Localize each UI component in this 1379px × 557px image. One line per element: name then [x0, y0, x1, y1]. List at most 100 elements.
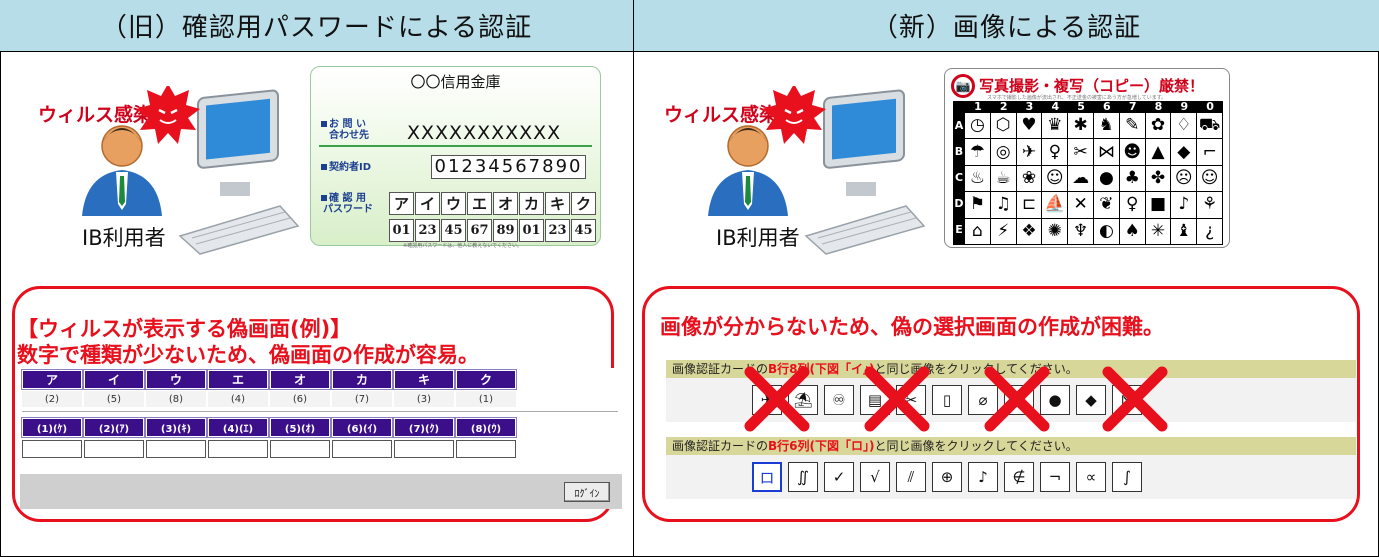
fake-password-input[interactable]: [84, 440, 144, 458]
col-number: 1: [974, 100, 982, 113]
infected-user-scene: ウィルス感染: [634, 52, 934, 255]
grid-image-cell: ☁: [1068, 165, 1093, 192]
virus-computer-illustration: [82, 86, 300, 255]
image-choice-button[interactable]: ⌀: [968, 385, 998, 415]
image-choice-button[interactable]: ⊕: [932, 462, 962, 492]
grid-image-cell: ♪: [1171, 192, 1197, 218]
fake-login-button[interactable]: ﾛｸﾞｲﾝ: [564, 482, 610, 502]
image-choice-button[interactable]: ∫: [1112, 462, 1142, 492]
image-choice-button[interactable]: ∬: [788, 462, 818, 492]
grid-image-cell: ◐: [1093, 218, 1119, 244]
image-choice-button[interactable]: ♪: [968, 462, 998, 492]
password-kana-row: ア イ ウ エ オ カ キ ク: [389, 192, 597, 215]
image-auth-desc: 画像が分からないため、偽の選択画面の作成が困難。: [660, 315, 1164, 339]
fake-password-input[interactable]: [394, 440, 454, 458]
grid-column-numbers: 1 2 3 4 5 6 7 8 9 0: [965, 101, 1223, 113]
number-cell: 01: [389, 219, 414, 242]
fake-password-input[interactable]: [146, 440, 206, 458]
grid-image-cell: ♞: [1093, 113, 1119, 139]
col-number: 6: [1103, 100, 1111, 113]
grid-image-cell: ⛟: [1197, 113, 1222, 139]
fake-header-cell: キ: [393, 369, 455, 390]
image-choice-button[interactable]: ¬: [1040, 462, 1070, 492]
number-cell: 23: [545, 219, 570, 242]
grid-image-cell: ♛: [1042, 113, 1068, 139]
image-auth-callout: [642, 286, 1360, 522]
kana-cell: ク: [571, 192, 596, 215]
computer-icon: [178, 89, 300, 255]
grid-image-cell: ◷: [965, 113, 990, 139]
prompt-prefix: 画像認証カードの: [672, 362, 769, 376]
image-choice-button[interactable]: ∉: [1004, 462, 1034, 492]
virus-icon: [762, 86, 826, 144]
image-choice-button[interactable]: ⫽: [896, 462, 926, 492]
no-camera-icon: 📷: [951, 74, 975, 98]
grid-image-cell: ⋈: [1093, 139, 1119, 165]
fake-value-cell: (5): [84, 391, 144, 407]
grid-image-cell: ⚑: [965, 192, 990, 218]
card-warning: 写真撮影・複写（コピー）厳禁！: [979, 77, 1205, 95]
image-choice-button[interactable]: ◆: [1076, 385, 1106, 415]
col-number: 5: [1077, 100, 1085, 113]
fake-password-input[interactable]: [332, 440, 392, 458]
grid-image-cell: ♢: [1171, 113, 1197, 139]
fake-input-header: (5)(ｵ): [269, 417, 331, 438]
fake-header-cell: イ: [83, 369, 145, 390]
grid-image-cell: ❖: [1016, 218, 1042, 244]
row-letter: E: [955, 223, 963, 236]
number-cell: 01: [519, 219, 544, 242]
image-choice-button[interactable]: ∝: [1076, 462, 1106, 492]
grid-image-cell: ☂: [965, 139, 990, 165]
grid-image-cell: ✳: [1145, 218, 1171, 244]
kana-cell: キ: [545, 192, 570, 215]
fake-value-cell: (2): [22, 391, 82, 407]
fake-header-cell: エ: [207, 369, 269, 390]
image-choice-button[interactable]: ●: [1040, 385, 1070, 415]
grid-image-cell: ☻: [1119, 139, 1145, 165]
cross-mark-icon: [744, 366, 810, 432]
image-choice-button[interactable]: ♾: [824, 385, 854, 415]
number-cell: 23: [415, 219, 440, 242]
kana-cell: イ: [415, 192, 440, 215]
kana-cell: ウ: [441, 192, 466, 215]
fake-value-row: (2) (5) (8) (4) (6) (7) (3) (1): [22, 391, 518, 407]
image-choice-button[interactable]: ロ: [752, 462, 782, 492]
grid-image-cell: ¿: [1197, 218, 1222, 244]
fake-input-header: (1)(ｹ): [21, 417, 83, 438]
image-auth-card: 📷 写真撮影・複写（コピー）厳禁！ スマホで撮影した画像が流出され、不正送金の被…: [944, 68, 1230, 248]
grid-image-cell: ♣: [1119, 165, 1145, 192]
image-choice-button[interactable]: √: [860, 462, 890, 492]
col-number: 3: [1025, 100, 1034, 113]
prompt-highlight: B行6列(下図「ロ」): [768, 439, 875, 453]
password-label: 確 認 用パスワード: [321, 193, 373, 215]
grid-image-cell: ♫: [990, 192, 1016, 218]
new-method-column: （新）画像による認証 ウィルス感染: [634, 0, 1379, 557]
fake-screen-title: 【ウィルスが表示する偽画面(例)】: [17, 317, 352, 341]
kana-cell: オ: [493, 192, 518, 215]
fake-password-input[interactable]: [456, 440, 516, 458]
kana-cell: ア: [389, 192, 414, 215]
image-choice-button[interactable]: ▯: [932, 385, 962, 415]
kana-cell: エ: [467, 192, 492, 215]
fake-input-header: (8)(ｳ): [455, 417, 517, 438]
fake-password-input[interactable]: [22, 440, 82, 458]
virus-computer-illustration: [708, 86, 926, 255]
fake-password-input[interactable]: [208, 440, 268, 458]
image-choice-button[interactable]: ✓: [824, 462, 854, 492]
grid-image-cell: ✤: [1145, 165, 1171, 192]
grid-image-cell: ♀: [1042, 139, 1068, 165]
fake-input-header: (7)(ｸ): [393, 417, 455, 438]
row-letter: A: [954, 119, 964, 132]
fake-header-cell: カ: [331, 369, 393, 390]
grid-image-cell: ●: [1093, 165, 1119, 192]
grid-image-cell: ✈: [1016, 139, 1042, 165]
number-cell: 45: [441, 219, 466, 242]
col-number: 2: [999, 100, 1008, 113]
new-method-header: （新）画像による認証: [634, 0, 1379, 52]
number-cell: 45: [571, 219, 596, 242]
card-fine-print: ※確認用パスワードは、他人に教えないでください。: [403, 243, 523, 249]
image-grid-cells: ◷⬡♥♛✱♞✎✿♢⛟☂◎✈♀✂⋈☻▲◆⌐♨☕❀☺☁●♣✤☹☺⚑♫⊏⛵✕❦♀■♪⚘…: [965, 113, 1222, 244]
grid-image-cell: ◎: [990, 139, 1016, 165]
fake-password-input[interactable]: [270, 440, 330, 458]
fake-login-screen: ア イ ウ エ オ カ キ ク (2) (5) (8) (4) (6) (7) …: [20, 368, 622, 509]
